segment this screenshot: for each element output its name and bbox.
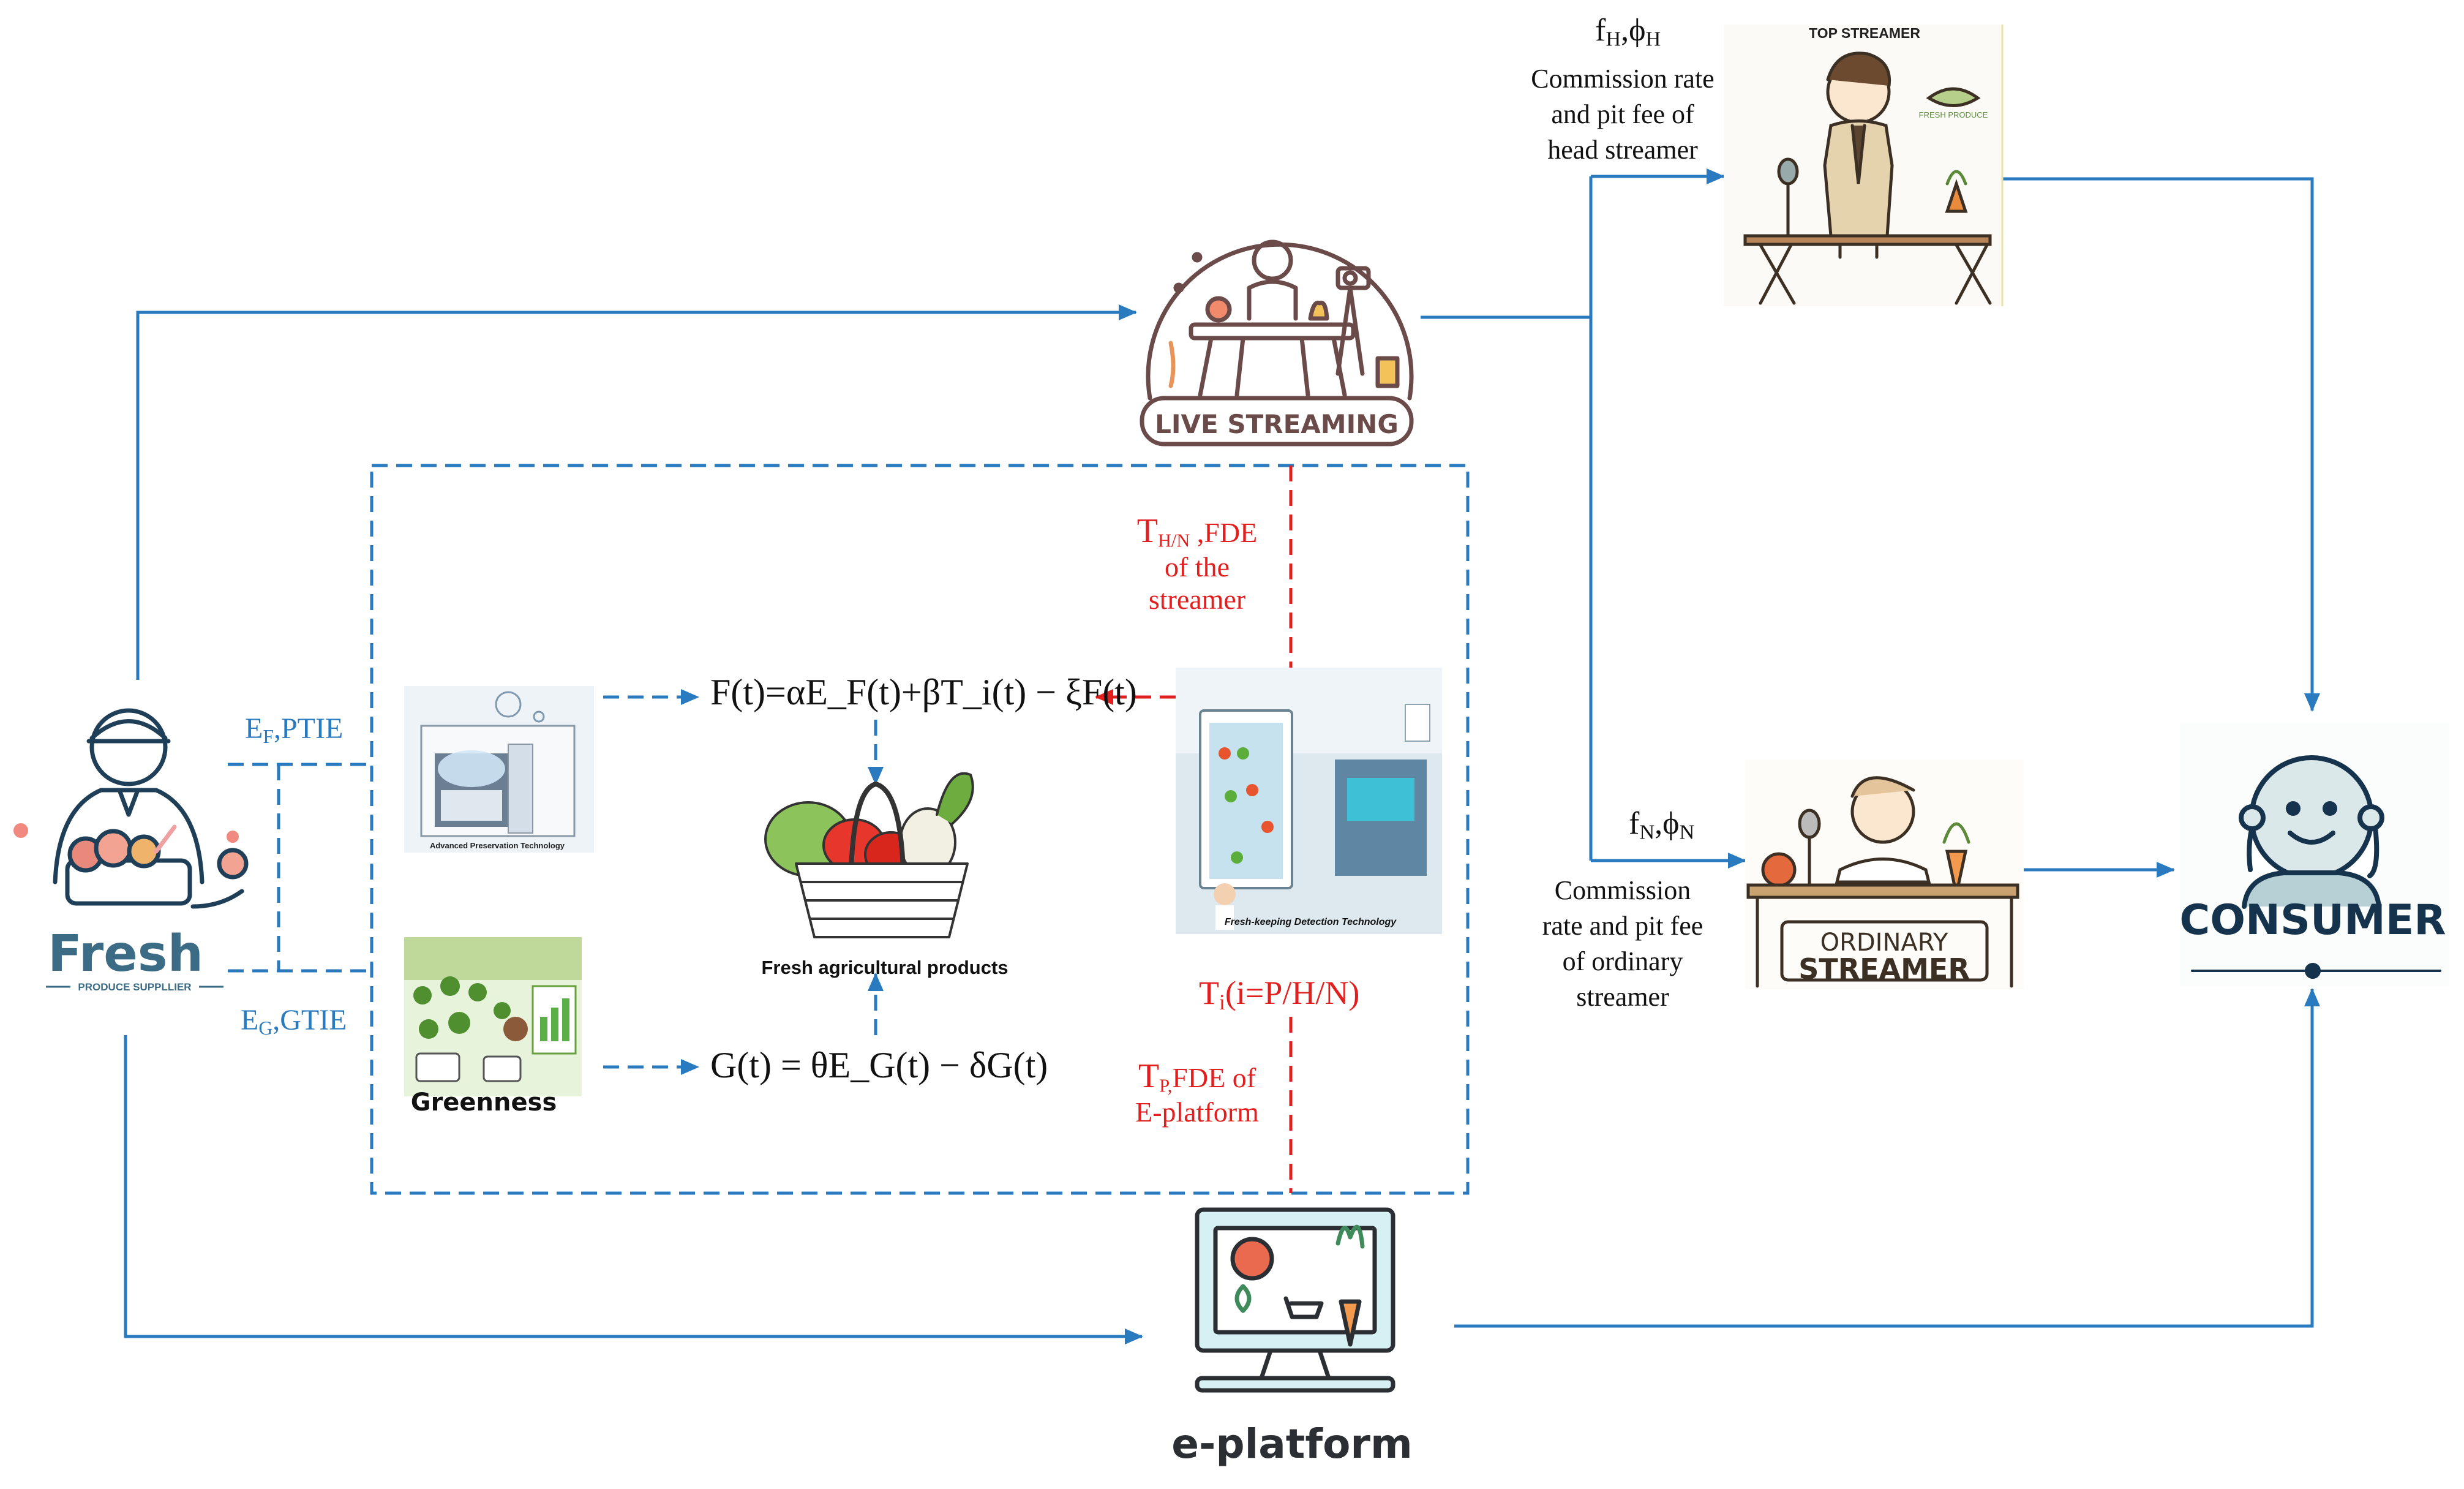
ef-main: E	[245, 712, 263, 745]
basket-caption: Fresh agricultural products	[761, 957, 1008, 978]
tp-label: TP,FDE of E-platform	[1108, 1057, 1286, 1129]
flow-supplier-to-eplatform	[124, 1035, 1143, 1344]
consumer-icon	[2180, 723, 2449, 986]
top-param-sub2: H	[1645, 27, 1661, 51]
tp-line2: E-platform	[1135, 1096, 1259, 1128]
top-desc-3: head streamer	[1547, 135, 1698, 165]
thn-label: TH/N ,FDE of the streamer	[1102, 511, 1292, 616]
greenness-caption: Greenness	[411, 1088, 557, 1117]
ord-param-comma: ,ϕ	[1655, 806, 1680, 841]
flow-top-to-consumer	[2002, 177, 2320, 712]
ef-rest: ,PTIE	[273, 712, 344, 745]
ti-rest: (i=P/H/N)	[1225, 974, 1360, 1011]
ti-sub: i	[1219, 989, 1225, 1014]
ord-desc-4: streamer	[1576, 982, 1669, 1012]
ord-desc-1: Commission	[1554, 875, 1691, 905]
greenness-image	[404, 937, 582, 1096]
ordinary-streamer-image	[1745, 760, 2024, 989]
ordinary-streamer-param: fN,ϕN	[1629, 805, 1694, 845]
eplatform-icon	[1195, 1207, 1395, 1393]
top-streamer-badge: FRESH PRODUCE	[1919, 110, 1988, 119]
equation-f-text: F(t)=αE_F(t)+βT_i(t) − ξF(t)	[710, 672, 1137, 712]
technology-box	[228, 464, 1470, 1195]
thn-sub: H/N	[1158, 530, 1190, 551]
tp-main: T	[1138, 1057, 1160, 1095]
thn-line2: of the	[1164, 551, 1230, 583]
basket-image	[764, 772, 974, 938]
consumer-label: CONSUMER	[2179, 896, 2446, 944]
top-param-comma: ,ϕ	[1621, 13, 1646, 48]
top-desc-2: and pit fee of	[1551, 99, 1694, 129]
top-param-main: f	[1595, 13, 1606, 48]
thn-main: T	[1136, 512, 1158, 550]
ordinary-streamer-label-1: ORDINARY	[1820, 929, 1948, 957]
ordinary-streamer-label-2: STREAMER	[1798, 952, 1970, 986]
ord-param-sub: N	[1639, 820, 1655, 844]
ef-label: EF,PTIE	[245, 712, 343, 748]
top-streamer-desc: Commission rate and pit fee of head stre…	[1512, 61, 1733, 168]
top-desc-1: Commission rate	[1531, 64, 1715, 94]
ord-param-sub2: N	[1679, 820, 1695, 844]
flow-lines	[124, 168, 2320, 1344]
ti-label: Ti(i=P/H/N)	[1199, 974, 1359, 1015]
top-streamer-param: fH,ϕH	[1595, 12, 1661, 51]
ord-param-main: f	[1629, 806, 1640, 841]
thn-line1: TH/N ,FDE	[1102, 511, 1292, 551]
live-streaming-icon	[1140, 239, 1414, 447]
thn-rest: ,FDE	[1190, 517, 1258, 548]
equation-f: F(t)=αE_F(t)+βT_i(t) − ξF(t)	[710, 671, 1137, 714]
advanced-preservation-image	[404, 686, 594, 853]
top-streamer-image	[1724, 25, 2004, 306]
ef-sub: F	[263, 725, 274, 747]
thn-line3: streamer	[1148, 584, 1246, 616]
flow-supplier-to-live	[136, 304, 1137, 680]
tp-line1: TP,FDE of	[1108, 1057, 1286, 1096]
tp-rest: FDE of	[1172, 1062, 1256, 1093]
eplatform-label: e-platform	[1171, 1420, 1413, 1468]
supplier-title: Fresh	[48, 925, 203, 983]
ti-main: T	[1199, 974, 1219, 1011]
supplier-icon	[13, 708, 249, 909]
eg-sub: G	[258, 1017, 273, 1039]
supplier-subtitle: PRODUCE SUPPLLIER	[78, 981, 191, 993]
eg-rest: ,GTIE	[272, 1004, 347, 1036]
red-dashed-lines	[1095, 466, 1293, 1193]
eg-label: EG,GTIE	[241, 1003, 347, 1039]
live-streaming-label: LIVE STREAMING	[1155, 409, 1399, 439]
ordinary-streamer-desc: Commission rate and pit fee of ordinary …	[1512, 873, 1733, 1015]
advanced-preservation-caption: Advanced Preservation Technology	[430, 841, 565, 850]
top-param-sub: H	[1606, 27, 1621, 51]
ord-desc-2: rate and pit fee	[1542, 911, 1703, 941]
flow-eplatform-to-consumer	[1454, 988, 2320, 1328]
ord-desc-3: of ordinary	[1562, 946, 1683, 976]
dashed-boundary	[370, 464, 1470, 1195]
top-streamer-header: TOP STREAMER	[1809, 25, 1920, 41]
fresh-keeping-image	[1176, 668, 1442, 934]
eg-main: E	[241, 1004, 259, 1036]
fresh-keeping-caption: Fresh-keeping Detection Technology	[1225, 917, 1397, 927]
equation-g: G(t) = θE_G(t) − δG(t)	[710, 1044, 1048, 1087]
equation-g-text: G(t) = θE_G(t) − δG(t)	[710, 1045, 1048, 1085]
tp-sub: P,	[1159, 1075, 1173, 1096]
